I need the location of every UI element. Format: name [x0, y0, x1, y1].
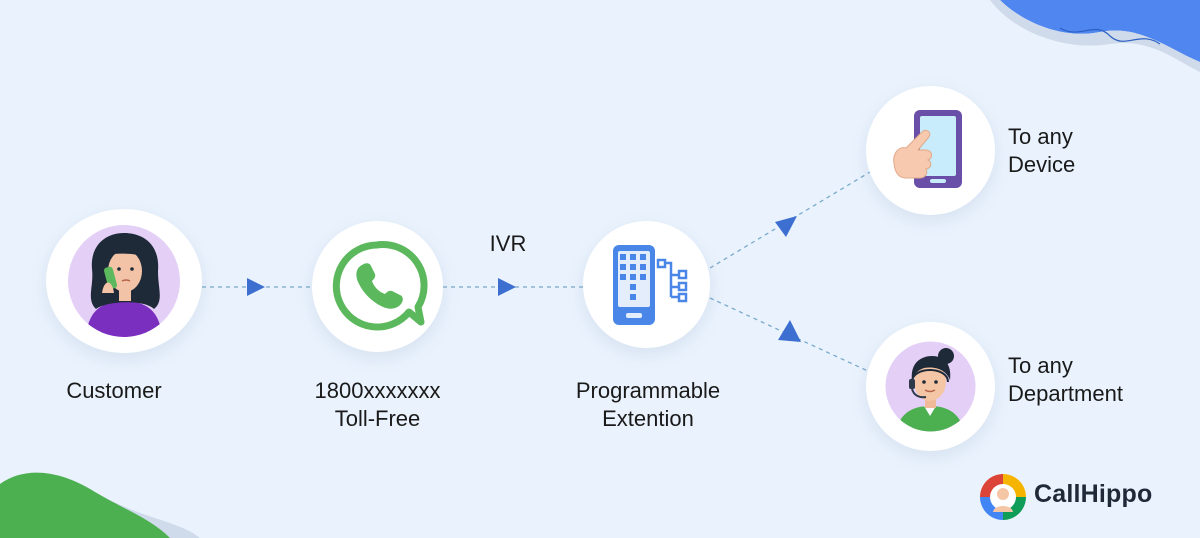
department-label: To any Department — [1008, 353, 1123, 406]
device-label: To any Device — [1008, 124, 1076, 177]
whatsapp-phone-icon — [332, 241, 428, 331]
customer-avatar-icon — [68, 225, 180, 337]
customer-label: Customer — [66, 378, 162, 403]
arrow-customer-tollfree — [247, 278, 265, 296]
arrow-extension-department — [778, 320, 801, 342]
brand-name: CallHippo — [1034, 480, 1153, 508]
department-node — [866, 322, 995, 451]
device-node — [866, 86, 995, 215]
extension-label: Programmable Extention — [575, 378, 721, 431]
arrow-extension-device — [775, 216, 797, 237]
customer-node — [46, 209, 202, 353]
corner-decoration-bottom-left — [0, 472, 170, 538]
support-agent-avatar-icon — [885, 341, 976, 432]
corner-decoration-top-right-shadow — [990, 0, 1200, 72]
extension-node — [583, 221, 710, 348]
ivr-label: IVR — [489, 231, 527, 256]
corner-decoration-wave-line — [1059, 27, 1161, 45]
toll-free-label: 1800xxxxxxx Toll-Free — [314, 378, 441, 431]
connector-extension-device — [709, 171, 871, 269]
keypad-phone-icon — [613, 245, 688, 325]
corner-decoration-top-right — [1000, 0, 1200, 62]
arrow-tollfree-extension — [498, 278, 516, 296]
callhippo-logo-icon — [980, 474, 1026, 520]
tap-phone-icon — [893, 110, 962, 188]
toll-free-node — [312, 221, 443, 352]
